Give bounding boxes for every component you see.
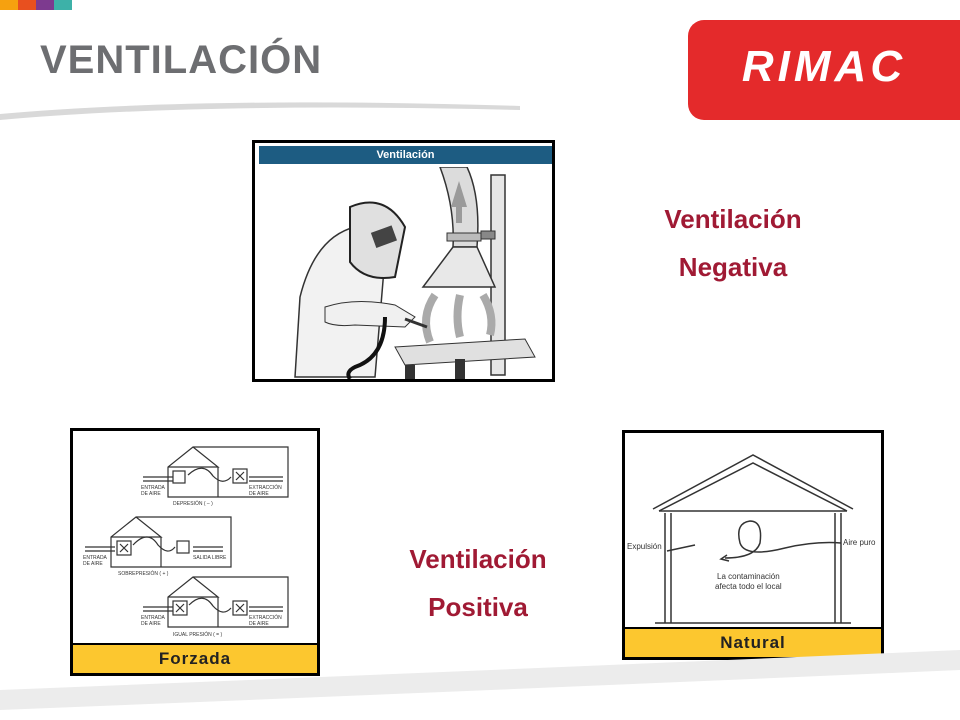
strip-purple: [36, 0, 54, 10]
h3-right-label-1: EXTRACCIÓN: [249, 614, 282, 621]
brand-color-strip: [0, 0, 72, 10]
h3-left-label-2: DE AIRE: [141, 621, 161, 627]
h3-left-label-1: ENTRADA: [141, 615, 166, 621]
expulsion-label: Expulsión: [627, 542, 662, 551]
h2-right-label: SALIDA LIBRE: [193, 555, 227, 561]
positive-ventilation-label: Ventilación Positiva: [365, 535, 591, 631]
h3-bottom-label: IGUAL PRESIÓN ( = ): [173, 631, 222, 638]
natural-ventilation-image: Expulsión Aire puro La contaminación afe…: [622, 430, 884, 660]
title-underline-swoosh: [0, 102, 520, 120]
h2-bottom-label: SOBREPRESIÓN ( + ): [118, 570, 169, 577]
rimac-logo: RIMAC: [688, 20, 960, 120]
h1-right-label-1: EXTRACCIÓN: [249, 484, 282, 491]
logo-text: RIMAC: [741, 42, 907, 91]
h3-right-label-2: DE AIRE: [249, 621, 269, 627]
negative-ventilation-image: Ventilación: [252, 140, 555, 382]
forced-ventilation-image: ENTRADA DE AIRE EXTRACCIÓN DE AIRE DEPRE…: [70, 428, 320, 676]
positive-label-line2: Positiva: [428, 592, 528, 622]
h1-left-label-2: DE AIRE: [141, 491, 161, 497]
strip-orange: [0, 0, 18, 10]
h1-bottom-label: DEPRESIÓN ( – ): [173, 500, 213, 507]
natural-caption: Natural: [625, 627, 881, 657]
strip-red: [18, 0, 36, 10]
h1-right-label-2: DE AIRE: [249, 491, 269, 497]
welder-illustration: [294, 167, 536, 379]
h1-left-label-1: ENTRADA: [141, 485, 166, 491]
strip-teal: [54, 0, 72, 10]
page-title: VENTILACIÓN: [40, 38, 323, 82]
bottom-decorative-swoosh: [0, 650, 960, 710]
image-header-bar: Ventilación: [259, 146, 552, 164]
positive-label-line1: Ventilación: [409, 544, 547, 574]
contamination-label-1: La contaminación: [717, 572, 780, 581]
forced-caption: Forzada: [73, 643, 317, 673]
negative-label-line2: Negativa: [678, 252, 788, 282]
h2-left-label-2: DE AIRE: [83, 561, 103, 567]
forced-houses-illustration: ENTRADA DE AIRE EXTRACCIÓN DE AIRE DEPRE…: [83, 446, 289, 638]
negative-ventilation-label: Ventilación Negativa: [620, 195, 846, 291]
negative-label-line1: Ventilación: [664, 204, 802, 234]
natural-house-illustration: Expulsión Aire puro La contaminación afe…: [627, 454, 876, 624]
h2-left-label-1: ENTRADA: [83, 555, 108, 561]
contamination-label-2: afecta todo el local: [715, 582, 782, 591]
fresh-air-label: Aire puro: [843, 538, 876, 547]
